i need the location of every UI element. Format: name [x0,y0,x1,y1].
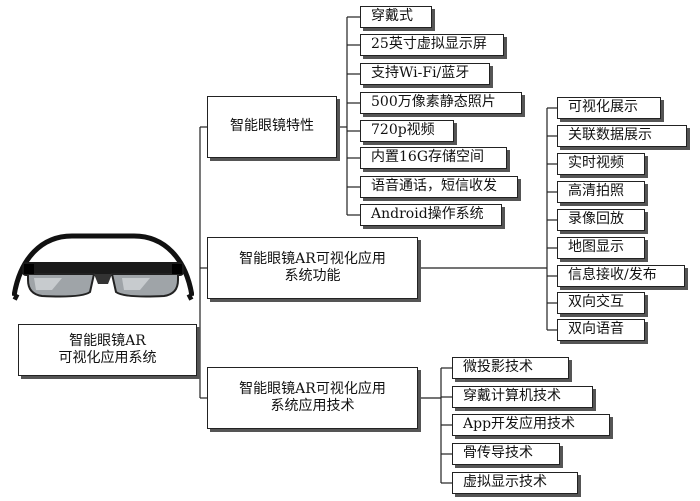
root-label-line1: 智能眼镜AR [69,332,146,349]
root-label-line2: 可视化应用系统 [58,350,157,366]
technology-item: 骨传导技术 [452,443,560,465]
function-item: 实时视频 [557,153,645,175]
branch-label-line1: 智能眼镜AR可视化应用 [239,250,386,267]
smart-glasses-icon [12,233,194,301]
function-item: 关联数据展示 [557,125,687,147]
feature-item: Android操作系统 [360,204,502,226]
feature-item: 25英寸虚拟显示屏 [360,34,504,56]
technology-item: 微投影技术 [452,357,569,379]
branch-label-line2: 系统应用技术 [270,398,355,414]
root-node: 智能眼镜AR 可视化应用系统 [18,324,197,376]
feature-item: 穿戴式 [360,6,432,28]
feature-item: 内置16G存储空间 [360,147,507,169]
branch-features: 智能眼镜特性 [207,96,337,158]
branch-label-line1: 智能眼镜特性 [230,118,314,135]
feature-item: 500万像素静态照片 [360,92,522,114]
branch-functions: 智能眼镜AR可视化应用 系统功能 [207,237,418,299]
feature-item: 语音通话，短信收发 [360,176,518,198]
function-item: 双向交互 [557,292,645,314]
branch-technologies: 智能眼镜AR可视化应用 系统应用技术 [207,367,418,429]
technology-item: 虚拟显示技术 [452,472,578,494]
function-item: 信息接收/发布 [557,265,685,287]
function-item: 录像回放 [557,209,645,231]
branch-label-line1: 智能眼镜AR可视化应用 [239,380,386,397]
branch-label-line2: 系统功能 [284,268,341,284]
function-item: 地图显示 [557,237,645,259]
function-item: 可视化展示 [557,97,661,119]
function-item: 高清拍照 [557,181,645,203]
technology-item: 穿戴计算机技术 [452,386,593,408]
feature-item: 720p视频 [360,120,454,142]
feature-item: 支持Wi-Fi/蓝牙 [360,63,490,85]
technology-item: App开发应用技术 [452,414,610,436]
function-item: 双向语音 [557,319,645,341]
